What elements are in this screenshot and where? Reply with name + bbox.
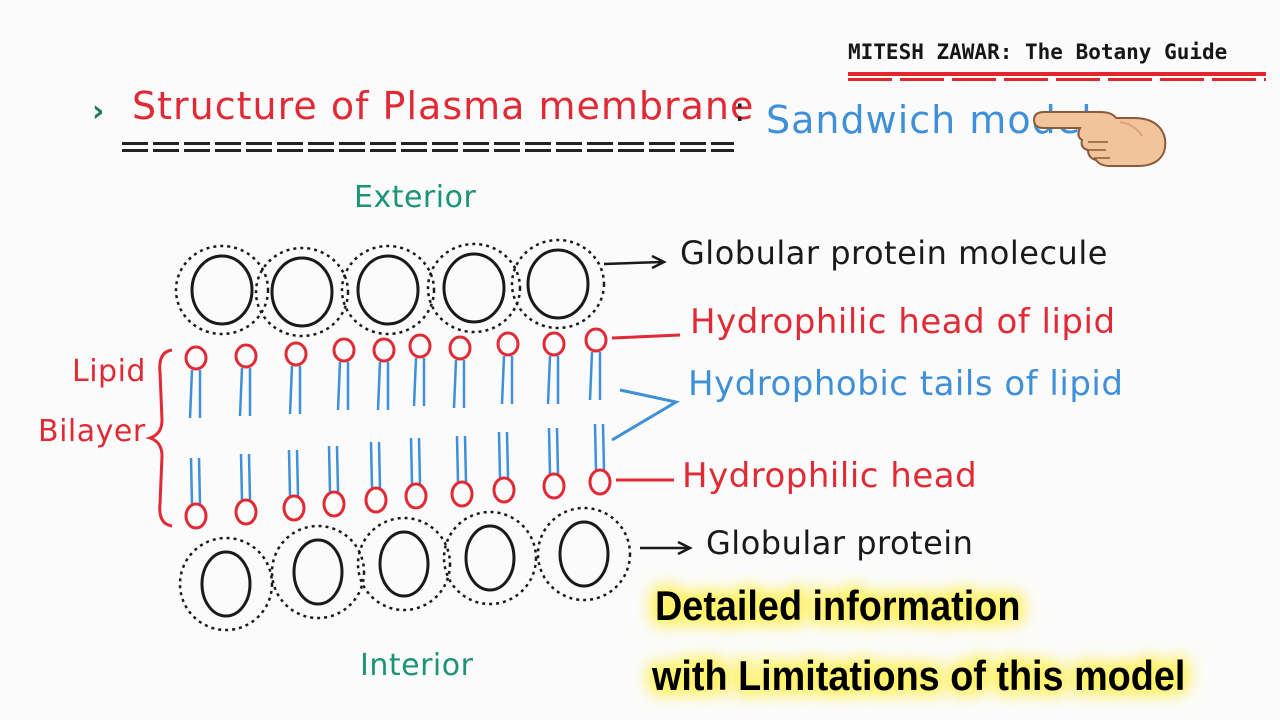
lipid-label: Lipid [72,354,146,389]
hydrophilic-head [184,345,208,371]
hydrophilic-head [364,486,388,514]
label-globular-protein-molecule: Globular protein molecule [680,234,1108,272]
pointer-globular-top-arrow [603,254,667,270]
hydrophobic-tail [336,361,342,411]
pointer-head-top-line [611,333,681,340]
hydrophilic-head [496,331,520,357]
hydrophobic-tail [327,445,332,493]
overlay-caption-line1: Detailed information [655,582,1021,629]
hydrophobic-tail [239,453,244,501]
bilayer-label: Bilayer [38,414,146,449]
hydrophobic-tail [409,437,414,485]
label-hydrophilic-head: Hydrophilic head [682,456,978,496]
protein-boundary [254,246,350,338]
protein-boundary [356,516,452,612]
hydrophobic-tail [455,435,460,483]
protein-boundary [536,506,632,602]
credit-underline-dashed [848,78,1266,81]
hydrophobic-tail [288,365,294,415]
hydrophobic-tail [247,453,252,501]
hydrophobic-tail [335,445,340,493]
exterior-label: Exterior [354,180,477,215]
hydrophobic-tail [588,351,594,401]
page-title: Structure of Plasma membrane [132,84,755,128]
bilayer-brace [145,348,173,528]
protein-boundary [510,238,606,330]
credit-underline [848,72,1266,76]
hydrophobic-tail [197,457,202,505]
protein-boundary [426,242,522,334]
hydrophilic-head [404,482,428,510]
globular-protein [190,254,254,326]
hydrophilic-head [450,480,474,508]
hydrophilic-head [282,494,306,522]
hydrophobic-tail [601,423,606,471]
globular-protein [200,550,252,618]
title-bullet-icon: › [92,94,105,129]
hydrophilic-head [332,337,356,363]
hydrophilic-head [234,498,258,526]
title-underline [122,142,734,152]
top-protein-layer [174,238,606,338]
globular-protein [558,520,610,588]
pointer-tails-lines [611,388,681,442]
interior-label: Interior [360,648,474,683]
hydrophilic-head [234,343,258,369]
label-hydrophobic-tails: Hydrophobic tails of lipid [688,364,1124,404]
hydrophobic-tail [593,423,598,471]
hydrophilic-head [322,490,346,518]
hydrophilic-head [184,502,208,530]
globular-protein [270,256,334,328]
hydrophilic-head [448,335,472,361]
globular-protein [292,538,344,606]
hydrophilic-head [492,476,516,504]
protein-boundary [174,244,270,336]
globular-protein [526,248,590,320]
protein-boundary [270,524,366,620]
hydrophobic-tail [452,359,458,409]
hydrophobic-tail [555,427,560,475]
hydrophobic-tail [377,441,382,489]
hydrophobic-tail [412,357,418,407]
label-globular-protein: Globular protein [706,524,974,562]
hydrophilic-head [372,337,396,363]
hydrophilic-head [542,331,566,357]
pointing-hand-icon [1032,111,1167,167]
protein-boundary [178,536,274,632]
hydrophobic-tail [500,355,506,405]
pointer-globular-bottom-arrow [640,540,693,556]
hydrophilic-head [542,472,566,500]
hydrophobic-tail [547,427,552,475]
hydrophilic-head [584,327,608,353]
hydrophobic-tail [238,367,244,417]
channel-credit: MITESH ZAWAR: The Botany Guide [848,40,1228,64]
globular-protein [356,254,420,326]
hydrophobic-tail [497,431,502,479]
hydrophobic-tail [287,449,292,497]
hydrophobic-tail [417,437,422,485]
label-hydrophilic-head-of-lipid: Hydrophilic head of lipid [690,302,1116,342]
title-colon: : [734,90,746,130]
bottom-protein-layer [178,506,632,632]
globular-protein [464,524,516,592]
hydrophobic-tail [369,441,374,489]
hydrophobic-tail [546,355,552,405]
hydrophobic-tail [189,457,194,505]
lipid-bilayer [184,327,612,530]
protein-boundary [442,510,538,606]
globular-protein [378,530,430,598]
hydrophilic-head [408,333,432,359]
hydrophobic-tail [463,435,468,483]
hydrophilic-head [588,468,612,496]
hydrophobic-tail [505,431,510,479]
hydrophobic-tail [188,369,194,419]
hydrophilic-head [284,341,308,367]
protein-boundary [340,244,436,336]
hydrophobic-tail [376,361,382,411]
overlay-caption-line2: with Limitations of this model [652,652,1186,699]
hydrophobic-tail [295,449,300,497]
globular-protein [442,252,506,324]
